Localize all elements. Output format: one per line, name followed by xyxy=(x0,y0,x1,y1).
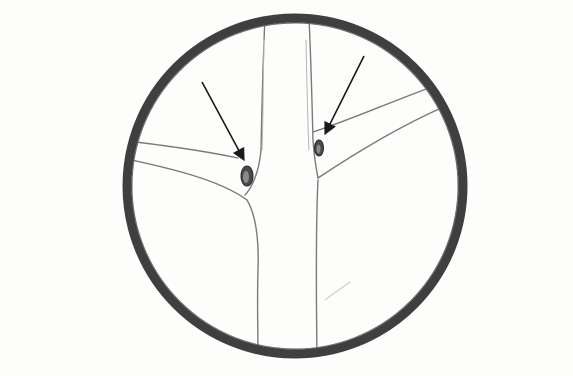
left-bud-highlight xyxy=(243,171,249,183)
right-bud-highlight xyxy=(317,145,321,154)
